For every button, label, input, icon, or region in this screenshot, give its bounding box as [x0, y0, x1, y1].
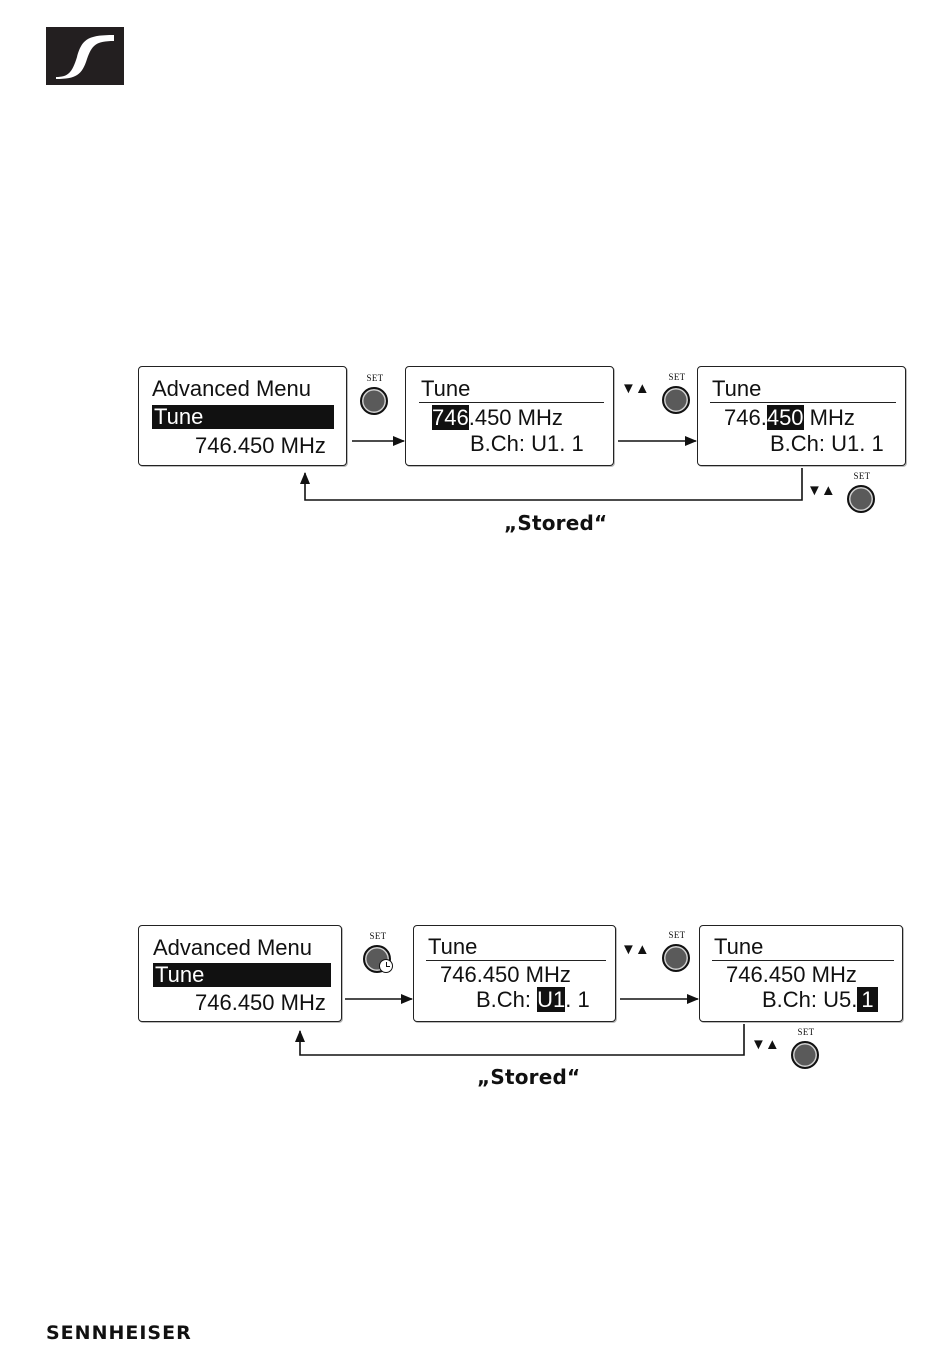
set-button[interactable]: SET [662, 944, 690, 972]
display-line-tune-selected: Tune [153, 963, 331, 987]
display-line-menu: Advanced Menu [153, 936, 312, 960]
stored-label: „Stored“ [477, 1065, 580, 1089]
arrow-stored-return [300, 1024, 744, 1055]
display-advanced-menu: Advanced Menu Tune 746.450 MHz [138, 925, 342, 1022]
display-divider [426, 960, 606, 961]
display-bch: B.Ch: U1. 1 [476, 988, 590, 1012]
set-label: SET [363, 931, 393, 941]
display-frequency: 746.450 MHz [726, 963, 857, 987]
display-line-frequency: 746.450 MHz [195, 991, 326, 1015]
bch-prefix: B.Ch: U5. [762, 987, 857, 1012]
set-knob-icon [662, 944, 690, 972]
display-frequency: 746.450 MHz [440, 963, 571, 987]
set-button[interactable]: SET [791, 1041, 819, 1069]
display-divider [712, 960, 894, 961]
set-label: SET [791, 1027, 821, 1037]
display-title: Tune [714, 935, 763, 959]
display-title: Tune [428, 935, 477, 959]
tune-channel-diagram: Advanced Menu Tune 746.450 MHz SET Tune … [0, 0, 950, 1100]
bch-prefix: B.Ch: [476, 987, 537, 1012]
set-knob-icon [791, 1041, 819, 1069]
set-label: SET [662, 930, 692, 940]
down-up-arrows-icon[interactable]: ▼▲ [751, 1037, 779, 1053]
display-tune-edit-channel: Tune 746.450 MHz B.Ch: U5.1 [699, 925, 903, 1022]
set-hold-button[interactable]: SET [363, 945, 391, 973]
bch-suffix: . 1 [565, 987, 589, 1012]
channel-highlight: 1 [857, 987, 877, 1012]
display-tune-edit-bank: Tune 746.450 MHz B.Ch: U1. 1 [413, 925, 616, 1022]
down-up-arrows-icon[interactable]: ▼▲ [621, 942, 649, 958]
display-bch: B.Ch: U5.1 [762, 988, 878, 1012]
clock-icon [379, 959, 393, 973]
brand-footer: SENNHEISER [46, 1322, 192, 1344]
bank-highlight: U1 [537, 987, 565, 1012]
